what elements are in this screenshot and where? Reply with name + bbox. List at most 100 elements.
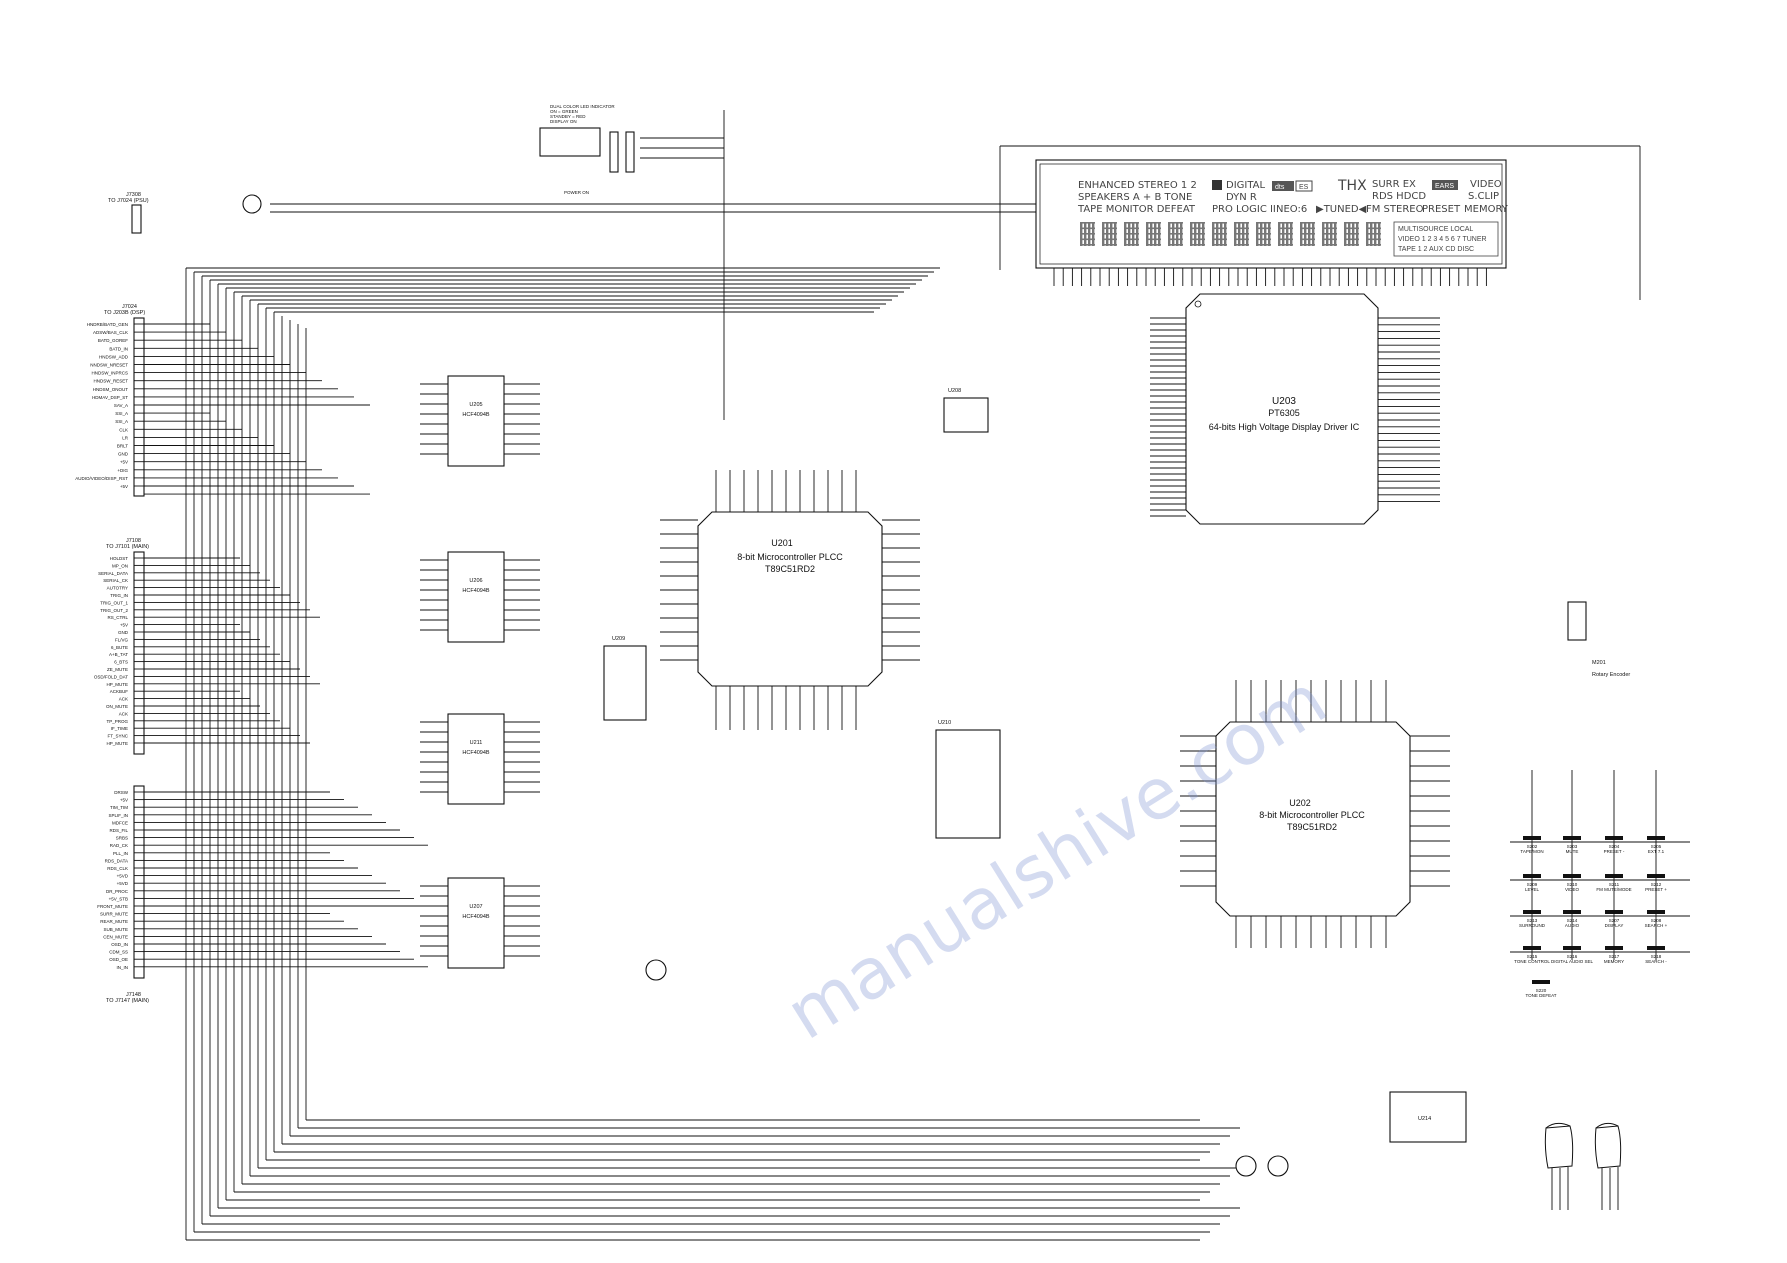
vfd-tuned: ▶TUNED◀ [1316, 204, 1367, 215]
j7024-ref: J7024 [122, 304, 137, 310]
connector-pin-label: HNDSW_INPRCS [91, 371, 128, 376]
vfd-es-logo: ES [1299, 184, 1309, 191]
vfd-surr-ex: SURR EX [1372, 179, 1416, 190]
u203-part: PT6305 [1268, 408, 1300, 418]
shift-register-part: HCF4094B [462, 412, 490, 418]
transistor-q201 [242, 194, 262, 214]
connector-pin-label: +5V [120, 798, 128, 803]
connector-pin-label: TRIG_OUT_1 [100, 600, 128, 605]
u203-ref: U203 [1272, 396, 1296, 407]
vfd-digit [1366, 222, 1381, 246]
connector-pin-label: ACK [119, 697, 128, 702]
vfd-dts-logo: dts [1275, 184, 1285, 191]
connector-pin-label: REAR_MUTE [100, 919, 128, 924]
connector-pin-label: OSD_IN [111, 942, 128, 947]
bus-wiring [144, 110, 1641, 1241]
connector-pin-label: OSD_OE [109, 957, 128, 962]
vfd-fm-stereo: FM STEREO [1366, 204, 1424, 215]
vfd-digit [1146, 222, 1161, 246]
connector-j7108: J7108 TO J7101 (MAIN) HOLDSTMP_ONSERIAL_… [94, 538, 149, 755]
led-note-5: POWER ON [564, 190, 589, 195]
connector-pin-label: ON_MUTE [106, 704, 128, 709]
shift-register-ref: U205 [469, 402, 482, 408]
vfd-digit [1124, 222, 1139, 246]
connector-pin-label: CDM_SS [109, 950, 128, 955]
j7308-dest: TO J7024 (PSU) [108, 198, 149, 204]
vfd-digit [1234, 222, 1249, 246]
connector-pin-label: ACKBUF [110, 689, 129, 694]
connector-pin-label: RS_CTRL [107, 615, 128, 620]
connector-pin-label: ACK [119, 711, 128, 716]
vfd-digit [1322, 222, 1337, 246]
u210-ref: U210 [938, 720, 951, 726]
connector-pin-label: +5V [120, 484, 128, 489]
vfd-digit [1300, 222, 1315, 246]
j7024-dest: TO J203B (DSP) [104, 310, 145, 316]
connector-pin-label: CEN_MUTE [103, 934, 128, 939]
connector-pin-label: ADSW/BAS_CLK [93, 330, 128, 335]
shift-register-part: HCF4094B [462, 914, 490, 920]
connector-pin-label: DR_PROC [106, 889, 129, 894]
transistor-q207 [1267, 1155, 1289, 1177]
vfd-tape-aux: TAPE 1 2 AUX CD DISC [1398, 246, 1474, 253]
connector-pin-label: HOLDST [110, 556, 129, 561]
to92-package-left [1544, 1122, 1574, 1210]
j7308-ref: J7308 [126, 192, 141, 198]
connector-pin-label: HNDSW_RESET [93, 379, 128, 384]
u203-desc: 64-bits High Voltage Display Driver IC [1209, 422, 1360, 432]
connector-pin-label: SPLIF_IN [108, 813, 128, 818]
u201-part: T89C51RD2 [765, 564, 815, 574]
u203-display-driver: U203 PT6305 64-bits High Voltage Display… [1185, 293, 1379, 525]
connector-j7024: J7024 TO J203B (DSP) HNDRB/BATD_GENADSW/… [75, 304, 145, 497]
connector-pin-label: TRIG_IN [110, 593, 128, 598]
connector-pin-label: TRIG_OUT_2 [100, 608, 128, 613]
vfd-rds-hdcd: RDS HDCD [1372, 191, 1426, 202]
connector-pin-label: SERIAL_DATA [98, 571, 128, 576]
vfd-speakers: SPEAKERS A + B TONE [1078, 192, 1192, 203]
connector-pin-label: MDFCE [112, 820, 128, 825]
connector-pin-label: +5VD [117, 874, 129, 879]
connector-j7148: DRSW+5VTIM_TIMSPLIF_INMDFCERDS_FILSRBSRA… [97, 785, 149, 1004]
vfd-segment-digits [1080, 222, 1381, 246]
transistor-q205 [645, 959, 667, 981]
j7024-pin-list: HNDRB/BATD_GENADSW/BAS_CLKBATD_GOREFBATD… [75, 322, 144, 489]
led-note-4: DISPLAY ON [550, 119, 577, 124]
vfd-display: ENHANCED STEREO 1 2 SPEAKERS A + B TONE … [1035, 159, 1509, 269]
connector-pin-label: ZE_MUTE [107, 667, 128, 672]
vfd-neo6: NEO:6 [1276, 204, 1307, 215]
connector-pin-label: BATD_IN [109, 346, 128, 351]
u214-ic: U214 [1389, 1091, 1467, 1143]
connector-pin-label: LR [122, 435, 129, 440]
connector-pin-label: SRBS [116, 836, 128, 841]
connector-pin-label: AUDIO/VIDEO/DISP_RST [75, 476, 128, 481]
shift-register-part: HCF4094B [462, 588, 490, 594]
connector-pin-label: FRONT_MUTE [97, 904, 128, 909]
transistor-q206 [1235, 1155, 1257, 1177]
vfd-digit [1190, 222, 1205, 246]
connector-pin-label: IN_IN [116, 965, 128, 970]
connector-pin-label: 6_BTS [114, 660, 128, 665]
connector-pin-label: IF_TIME [111, 726, 128, 731]
shift-register-part: HCF4094B [462, 750, 490, 756]
to92-package-right [1594, 1122, 1622, 1210]
connector-pin-label: BRLT [117, 444, 128, 449]
u201-microcontroller: U201 8-bit Microcontroller PLCC T89C51RD… [697, 511, 883, 687]
u201-ref: U201 [771, 538, 793, 548]
connector-pin-label: SSI_A [115, 419, 128, 424]
connector-pin-label: TP_PROG [106, 719, 128, 724]
connector-pin-label: FL/VG [115, 637, 129, 642]
led-note-2: ON = GREEN [550, 109, 578, 114]
vfd-digit [1212, 222, 1227, 246]
connector-pin-label: SERIAL_CK [103, 578, 128, 583]
switch-label: DIGITAL AUDIO SEL [1551, 959, 1594, 964]
j7148-pin-list: DRSW+5VTIM_TIMSPLIF_INMDFCERDS_FILSRBSRA… [97, 790, 144, 970]
vfd-multisource: MULTISOURCE LOCAL [1398, 226, 1473, 233]
u202-part: T89C51RD2 [1287, 822, 1337, 832]
vfd-video-tuner: VIDEO 1 2 3 4 5 6 7 TUNER [1398, 236, 1487, 243]
